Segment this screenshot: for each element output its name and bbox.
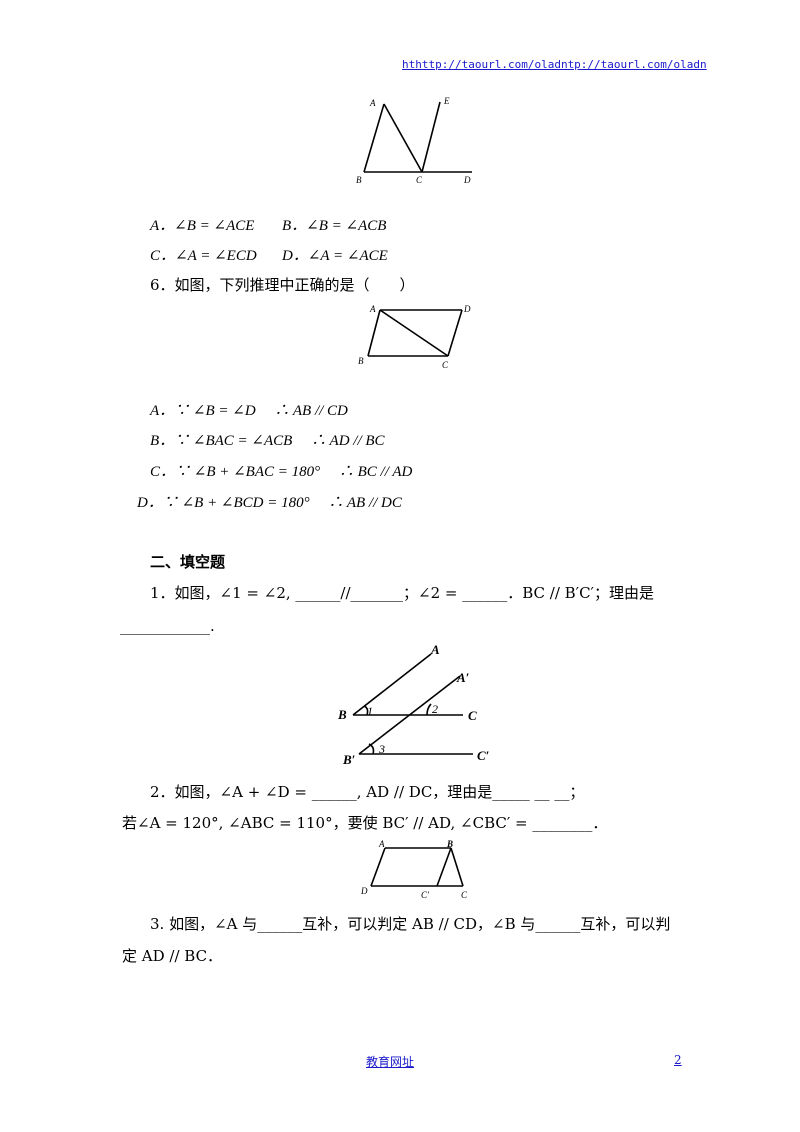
q6-stem: 6．如图，下列推理中正确的是（ ）	[150, 276, 415, 294]
label-c: C	[442, 360, 449, 370]
header-link[interactable]: hthttp://taourl.com/oladntp://taourl.com…	[402, 58, 707, 71]
label-b: B	[337, 707, 347, 722]
s2-q3-line2: 定 AD // BC．	[122, 947, 223, 965]
s2-q2-line1: 2．如图，∠A + ∠D = ______, AD // DC，理由是_____…	[150, 783, 585, 801]
label-angle-2: 2	[432, 702, 438, 716]
label-angle-1: 1	[367, 704, 373, 718]
label-c-prime: C′	[477, 748, 490, 763]
label-a: A	[369, 304, 376, 314]
s2-q3-line1: 3. 如图，∠A 与______互补，可以判定 AB // CD，∠B 与___…	[150, 915, 671, 933]
s2-q1-line1: 1．如图，∠1 = ∠2, ______//_______；∠2 = _____…	[150, 584, 654, 602]
q5-option-b: B．∠B = ∠ACB	[282, 218, 387, 234]
label-d: D	[360, 886, 368, 896]
line-ba	[363, 103, 385, 173]
label-a-prime: A′	[456, 670, 470, 685]
label-c-prime: C′	[421, 890, 430, 900]
q5-option-a: A．∠B = ∠ACE	[150, 218, 255, 234]
q6-option-c: C．∵ ∠B + ∠BAC = 180° ∴ BC // AD	[150, 464, 413, 480]
s2-q1-line2: ____________.	[120, 617, 215, 635]
figure-trapezoid: A B D C′ C	[360, 839, 468, 900]
line-ce	[421, 101, 441, 173]
q6-option-d: D．∵ ∠B + ∠BCD = 180° ∴ AB // DC	[137, 495, 402, 511]
footer-link[interactable]: 教育网址	[366, 1055, 415, 1069]
label-d: D	[463, 304, 471, 314]
label-c: C	[468, 708, 477, 723]
page-number: 2	[674, 1053, 682, 1067]
label-a: A	[369, 98, 376, 108]
q6-option-b: B．∵ ∠BAC = ∠ACB ∴ AD // BC	[150, 433, 385, 449]
label-b: B	[446, 839, 453, 849]
figure-parallel-lines: A A′ B 1 2 C B′ 3 C′	[337, 642, 490, 767]
s2-q2-line2: 若∠A = 120°, ∠ABC = 110°，要使 BC′ // AD, ∠C…	[122, 814, 608, 832]
label-e: E	[443, 96, 450, 106]
q5-option-c: C．∠A = ∠ECD	[150, 248, 257, 264]
label-d: D	[463, 175, 471, 185]
label-c: C	[461, 890, 468, 900]
q6-option-a: A．∵ ∠B = ∠D ∴ AB // CD	[150, 403, 348, 419]
figure-parallelogram: A D B C	[358, 304, 471, 370]
label-a: A	[378, 839, 385, 849]
label-b: B	[358, 356, 364, 366]
line-ac	[383, 103, 423, 173]
label-c: C	[416, 175, 423, 185]
q5-option-d: D．∠A = ∠ACE	[282, 248, 388, 264]
section-title: 二、填空题	[150, 553, 226, 571]
label-b: B	[356, 175, 362, 185]
label-angle-3: 3	[378, 742, 385, 756]
label-b-prime: B′	[342, 752, 356, 767]
label-a: A	[430, 642, 440, 657]
figure-angle-diagram: A E B C D	[356, 96, 472, 185]
